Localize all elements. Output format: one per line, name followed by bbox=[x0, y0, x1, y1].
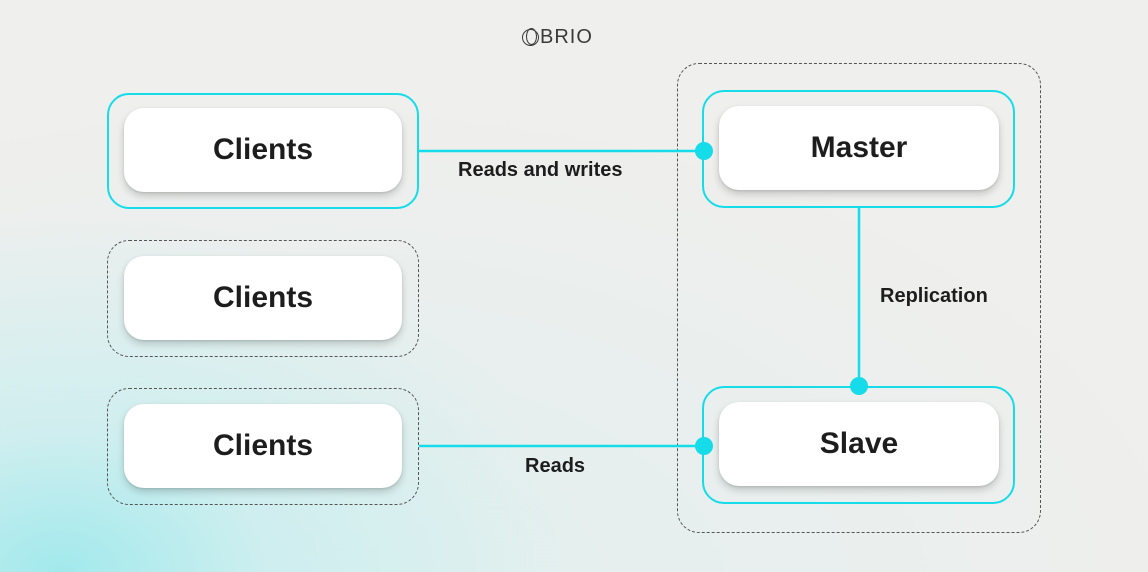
logo-o-icon bbox=[522, 28, 539, 46]
client-frame-1 bbox=[107, 93, 419, 209]
database-cluster-frame bbox=[677, 63, 1041, 533]
clients-node-1: Clients bbox=[124, 108, 402, 192]
replication-dot bbox=[850, 377, 868, 395]
reads-and-writes-dot bbox=[695, 142, 713, 160]
slave-node: Slave bbox=[719, 402, 999, 486]
obrio-logo: BRIO bbox=[522, 26, 593, 49]
reads-dot bbox=[695, 437, 713, 455]
reads-and-writes-label: Reads and writes bbox=[458, 159, 623, 181]
replication-label: Replication bbox=[880, 285, 988, 307]
logo-text: BRIO bbox=[540, 26, 593, 48]
clients-node-3: Clients bbox=[124, 404, 402, 488]
master-node: Master bbox=[719, 106, 999, 190]
clients-node-2: Clients bbox=[124, 256, 402, 340]
client-frame-3 bbox=[107, 388, 419, 505]
client-frame-2 bbox=[107, 240, 419, 357]
reads-label: Reads bbox=[525, 455, 586, 477]
